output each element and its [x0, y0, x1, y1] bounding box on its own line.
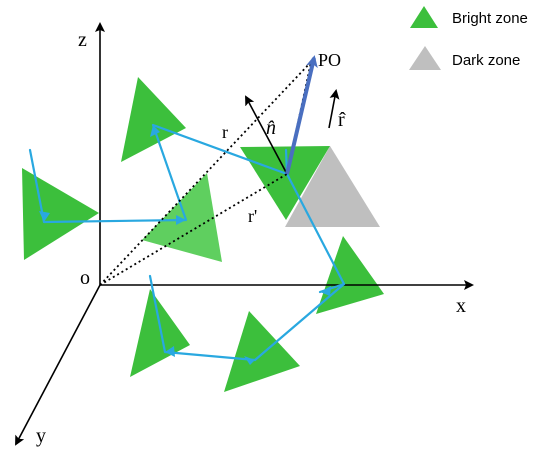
- r-hat-arrow: [328, 89, 340, 129]
- po-label: PO: [318, 50, 341, 70]
- r-label: r: [222, 122, 228, 142]
- dark-zone-triangle: [285, 146, 380, 227]
- legend-bright-label: Bright zone: [452, 10, 528, 27]
- legend-dark-swatch: [409, 46, 441, 70]
- r-vector: [99, 61, 312, 286]
- origin-label: o: [80, 267, 90, 289]
- x-axis-label: x: [456, 295, 466, 317]
- r-prime-vector: [99, 173, 288, 286]
- y-axis-label: y: [36, 425, 46, 447]
- path-arrowhead-1: [39, 211, 50, 222]
- bright-triangle-2: [22, 168, 99, 260]
- legend-bright-swatch: [410, 6, 438, 28]
- r-hat-label: r̂: [338, 109, 346, 131]
- path-arrowhead-2: [176, 215, 186, 225]
- z-axis-label: z: [78, 29, 87, 51]
- path-segment-lower: [148, 274, 346, 362]
- y-axis: [15, 284, 101, 446]
- path-arrowhead-5: [244, 356, 255, 365]
- bright-triangle-6: [130, 289, 190, 377]
- normal-vector: [245, 95, 288, 175]
- r-prime-label: r': [248, 206, 257, 226]
- n-hat-label: n̂: [266, 117, 276, 139]
- legend-dark-label: Dark zone: [452, 52, 520, 69]
- path-arrowhead-6: [165, 346, 175, 357]
- bright-triangle-3: [142, 173, 222, 262]
- path-arrowhead-3: [150, 125, 160, 137]
- bright-triangle-1: [121, 77, 186, 162]
- bright-triangle-7: [224, 311, 300, 392]
- po-direction-arrow: [285, 55, 318, 175]
- path-arrowhead-4: [320, 286, 331, 296]
